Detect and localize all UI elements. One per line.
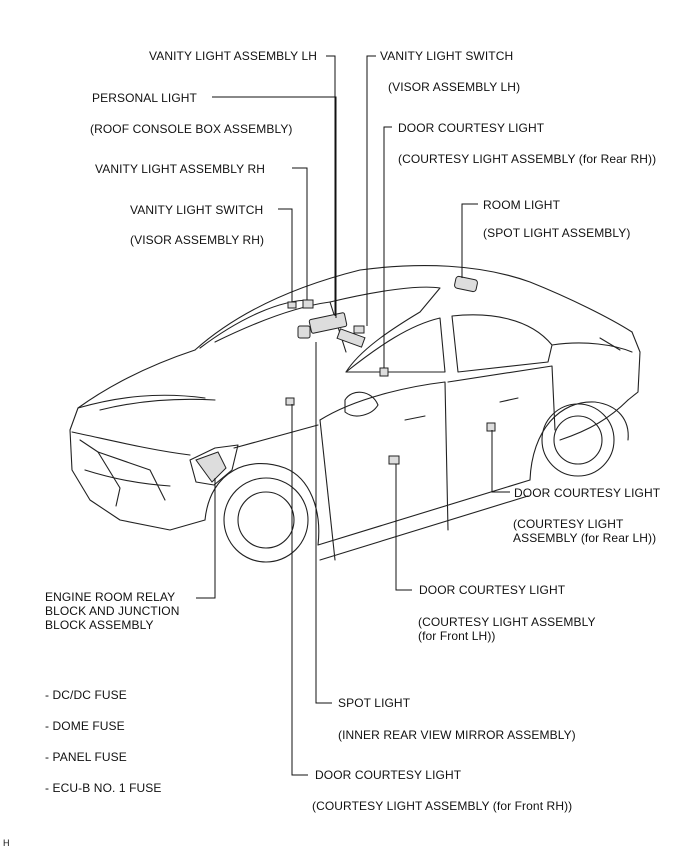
label-spot-light-assembly: (SPOT LIGHT ASSEMBLY) <box>483 226 631 240</box>
label-inner-rear-view-mirror-assembly: (INNER REAR VIEW MIRROR ASSEMBLY) <box>338 728 576 742</box>
label-spot-light: SPOT LIGHT <box>338 696 411 710</box>
label-visor-assembly-lh: (VISOR ASSEMBLY LH) <box>388 80 521 94</box>
label-engine-room-line2: BLOCK AND JUNCTION <box>45 604 180 618</box>
label-vanity-light-assembly-lh: VANITY LIGHT ASSEMBLY LH <box>149 49 318 63</box>
label-visor-assembly-rh: (VISOR ASSEMBLY RH) <box>130 233 265 247</box>
label-courtesy-light-assembly-front-rh: (COURTESY LIGHT ASSEMBLY (for Front RH)) <box>312 799 573 813</box>
label-door-courtesy-light-front-lh: DOOR COURTESY LIGHT <box>419 583 566 597</box>
label-roof-console-box-assembly: (ROOF CONSOLE BOX ASSEMBLY) <box>90 122 293 136</box>
corner-mark: H <box>3 838 10 848</box>
label-courtesy-light-front-lh-line2: (for Front LH)) <box>418 629 496 643</box>
label-courtesy-light-rear-lh-line2: ASSEMBLY (for Rear LH)) <box>513 531 657 545</box>
fuse-item: - DOME FUSE <box>45 719 125 733</box>
label-vanity-light-assembly-rh: VANITY LIGHT ASSEMBLY RH <box>95 162 266 176</box>
label-courtesy-light-front-lh-line1: (COURTESY LIGHT ASSEMBLY <box>418 615 596 629</box>
label-courtesy-light-assembly-rear-rh: (COURTESY LIGHT ASSEMBLY (for Rear RH)) <box>398 152 657 166</box>
label-vanity-light-switch-lh: VANITY LIGHT SWITCH <box>380 49 514 63</box>
label-door-courtesy-light-front-rh: DOOR COURTESY LIGHT <box>315 768 462 782</box>
fuse-item: - PANEL FUSE <box>45 750 127 764</box>
label-door-courtesy-light-rear-rh: DOOR COURTESY LIGHT <box>398 121 545 135</box>
label-courtesy-light-rear-lh-line1: (COURTESY LIGHT <box>513 517 624 531</box>
label-personal-light: PERSONAL LIGHT <box>92 91 197 105</box>
label-engine-room-line3: BLOCK ASSEMBLY <box>45 618 154 632</box>
label-room-light: ROOM LIGHT <box>483 198 561 212</box>
label-door-courtesy-light-rear-lh: DOOR COURTESY LIGHT <box>514 486 661 500</box>
label-engine-room-line1: ENGINE ROOM RELAY <box>45 590 176 604</box>
fuse-item: - ECU-B NO. 1 FUSE <box>45 781 162 795</box>
fuse-item: - DC/DC FUSE <box>45 688 127 702</box>
label-vanity-light-switch-rh: VANITY LIGHT SWITCH <box>130 203 264 217</box>
